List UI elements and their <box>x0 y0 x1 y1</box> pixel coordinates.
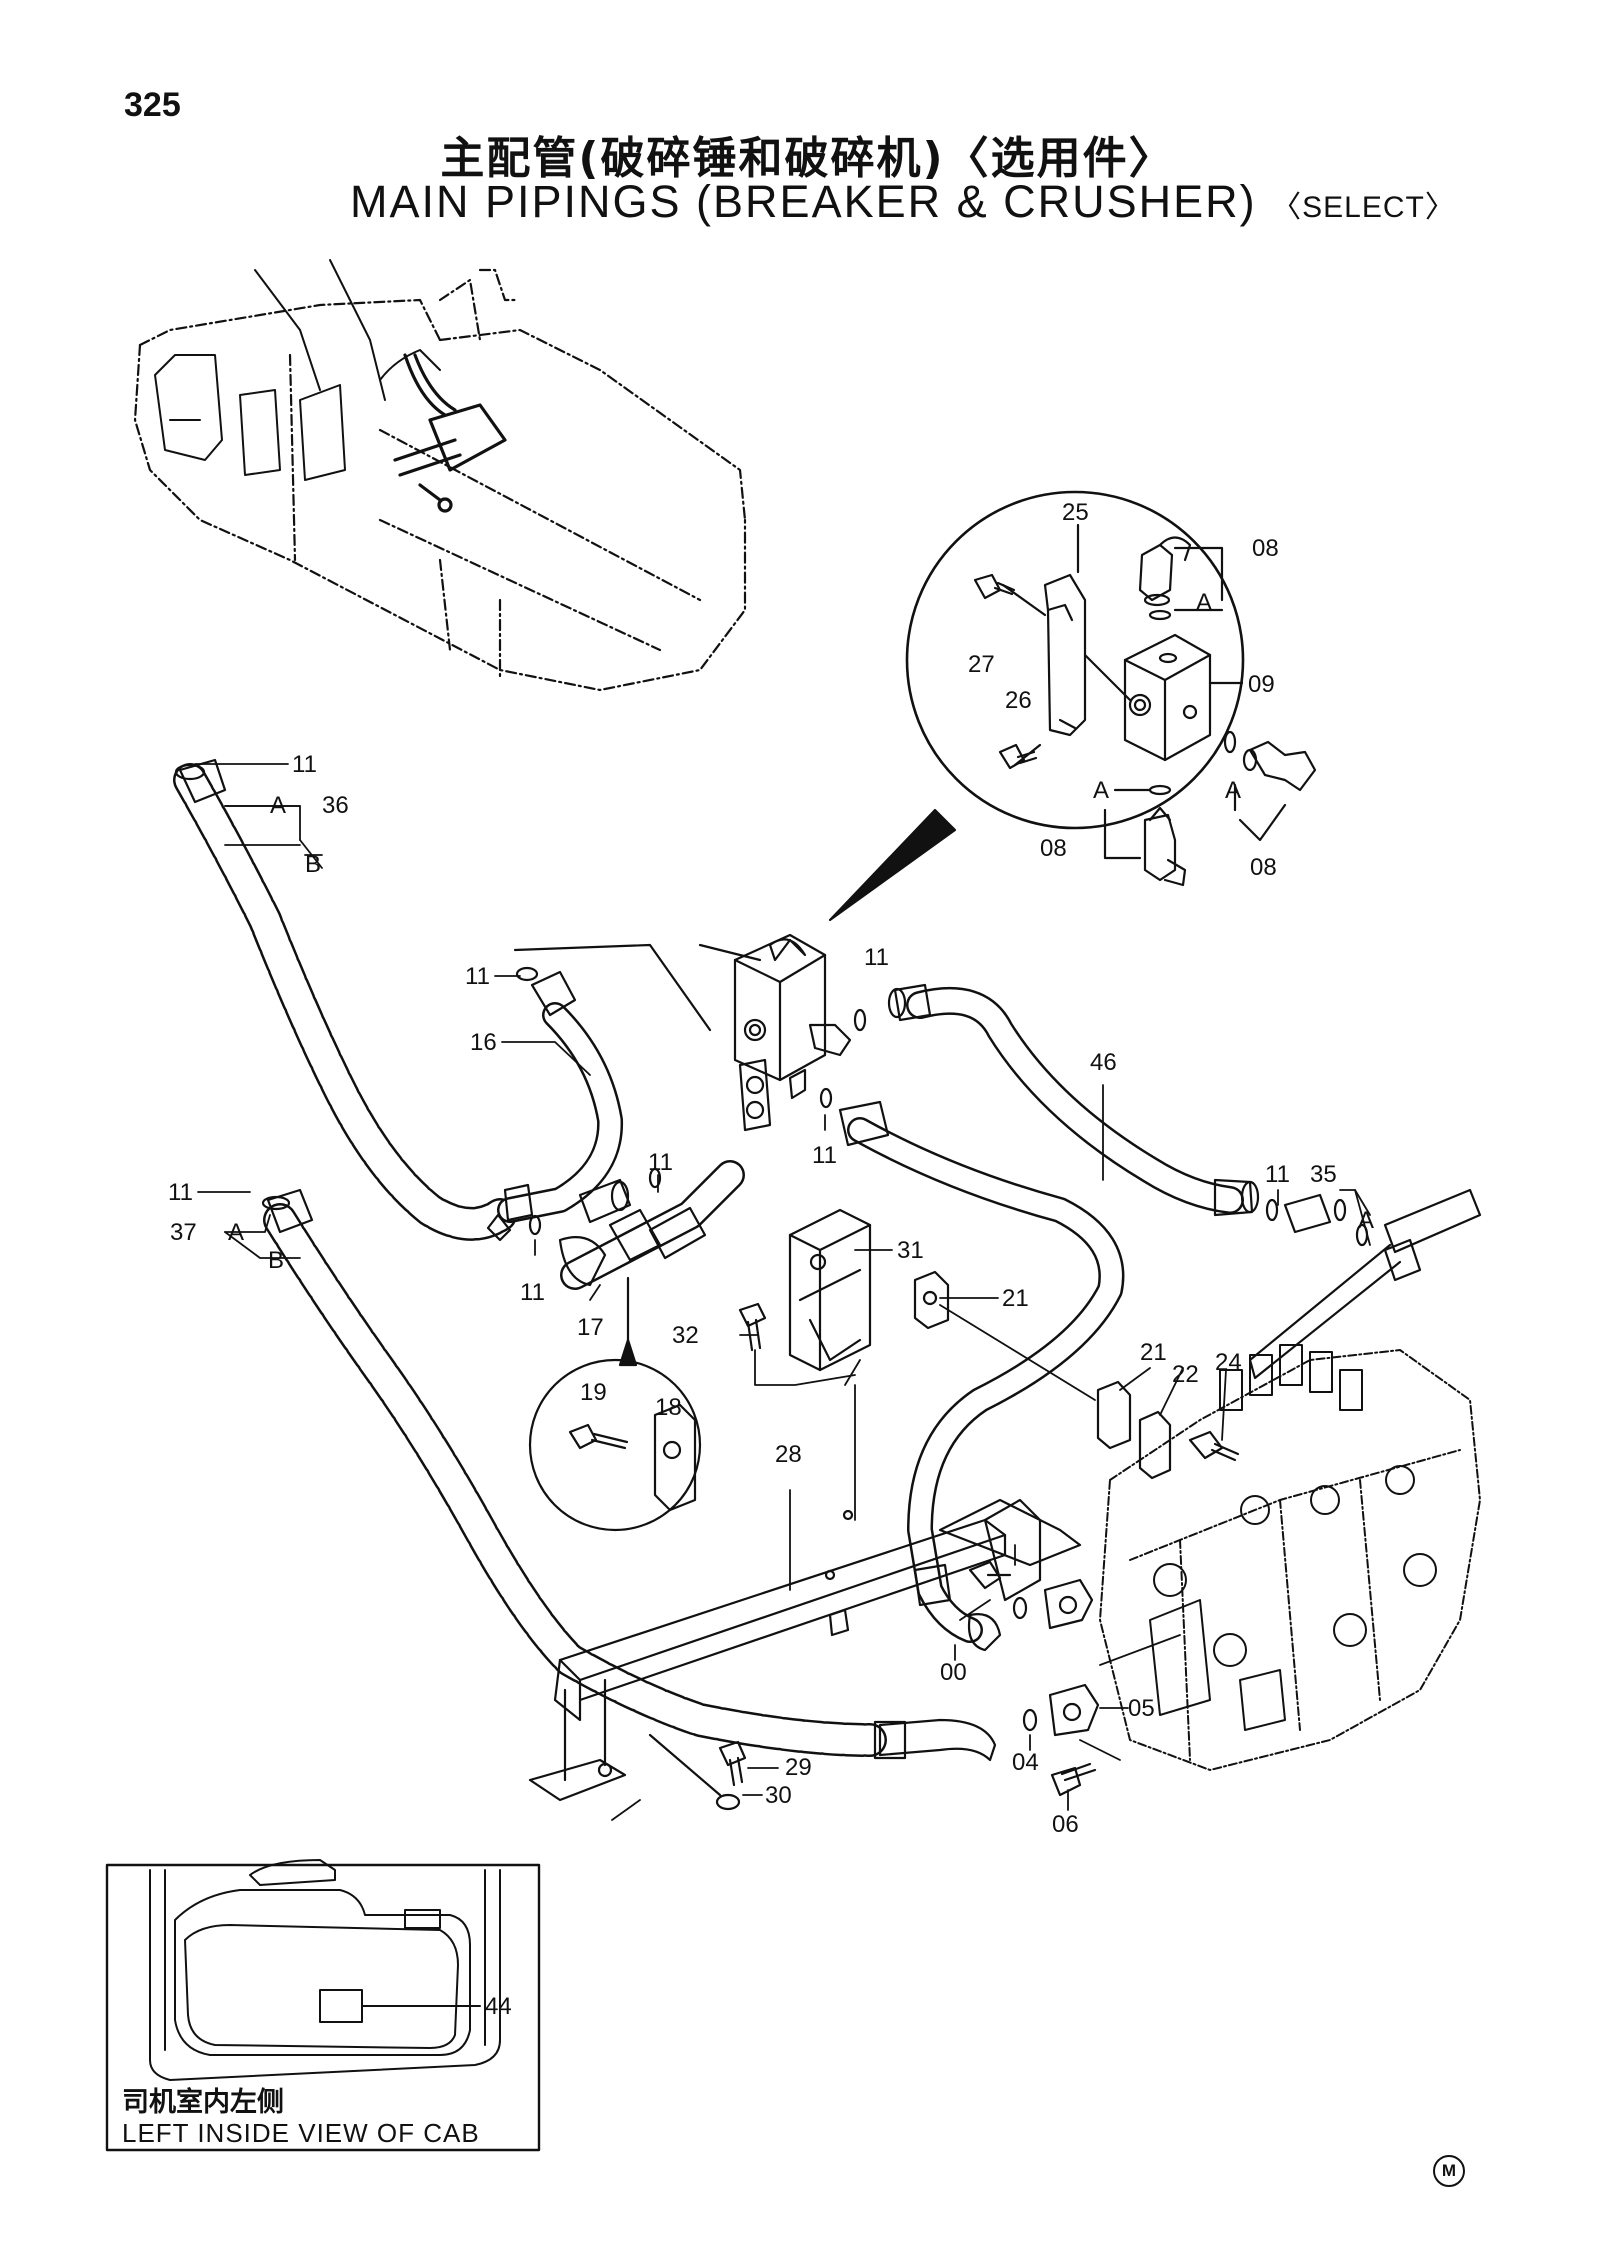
callout-18: 18 <box>655 1394 682 1421</box>
callout-11-e: 11 <box>520 1279 545 1306</box>
callout-21-b: 21 <box>1140 1339 1167 1366</box>
page-title-english: MAIN PIPINGS (BREAKER & CRUSHER) 〈SELECT… <box>350 176 1456 228</box>
hose-center-return <box>838 1100 1125 1652</box>
control-valve-detail <box>1149 1344 1437 1731</box>
leader-lines <box>194 763 1371 1821</box>
callout-labels: 11 A 36 B 11 16 11 37 A B 11 11 17 11 11… <box>168 499 1374 2020</box>
clamp-21-lower <box>1096 1380 1132 1450</box>
callout-00: 00 <box>940 1659 967 1686</box>
detail-callout-26: 26 <box>1005 687 1032 714</box>
detail-callout-a-right: A <box>1225 777 1241 804</box>
detail-callout-a-bottom: A <box>1093 777 1109 804</box>
hose-36 <box>173 758 517 1241</box>
callout-46: 46 <box>1090 1049 1117 1076</box>
callout-30: 30 <box>765 1782 792 1809</box>
callout-17: 17 <box>577 1314 604 1341</box>
callout-37: 37 <box>170 1219 197 1246</box>
control-valve <box>1099 1349 1481 1771</box>
callout-11-c: 11 <box>168 1179 193 1206</box>
callout-11-d: 11 <box>648 1149 673 1176</box>
callout-22: 22 <box>1172 1361 1199 1388</box>
bolt-24 <box>1188 1430 1240 1462</box>
callout-b-36: B <box>305 851 321 878</box>
callout-19: 19 <box>580 1379 607 1406</box>
valve-detail-parts <box>973 523 1317 887</box>
excavator-overview <box>133 268 747 692</box>
callout-31: 31 <box>897 1237 924 1264</box>
clamp-21-upper <box>913 1270 950 1330</box>
detail-callout-08-top: 08 <box>1252 535 1279 562</box>
page-title-chinese: 主配管(破碎锤和破碎机)〈选用件〉 <box>440 133 1175 184</box>
callout-a-36: A <box>270 792 286 819</box>
title-select-tag: 〈SELECT〉 <box>1271 191 1456 224</box>
callout-b-37: B <box>268 1247 284 1274</box>
cab-caption-chinese: 司机室内左侧 <box>122 2087 284 2118</box>
detail-callout-25: 25 <box>1062 499 1089 526</box>
callout-11-b: 11 <box>465 963 490 990</box>
clamp-detail-circle <box>528 1276 702 1532</box>
hose-46 <box>887 983 1260 1217</box>
callout-16: 16 <box>470 1029 497 1056</box>
hose-16 <box>486 970 624 1242</box>
bracket-31 <box>788 1208 872 1372</box>
callout-a-37: A <box>228 1219 244 1246</box>
callout-11-a: 11 <box>292 751 317 778</box>
callout-06: 06 <box>1052 1811 1079 1838</box>
hose-37 <box>261 1188 997 1762</box>
o-rings-11 <box>515 966 1279 1236</box>
callout-21-a: 21 <box>1002 1285 1029 1312</box>
callout-04: 04 <box>1012 1749 1039 1776</box>
callout-11-f: 11 <box>864 944 889 971</box>
selector-valve <box>513 933 852 1132</box>
detail-callout-09: 09 <box>1248 671 1275 698</box>
tee-fitting-35 <box>1283 1193 1369 1247</box>
fittings-lower <box>648 1560 1100 1811</box>
callout-35: 35 <box>1310 1161 1337 1188</box>
pipe-tee-upper <box>1248 1188 1482 1380</box>
cab-inset <box>105 1859 541 2152</box>
callout-36: 36 <box>322 792 349 819</box>
callout-11-g: 11 <box>812 1142 837 1169</box>
bolt-32 <box>738 1302 767 1352</box>
callout-29: 29 <box>785 1754 812 1781</box>
detail-callout-a-top: A <box>1196 589 1212 616</box>
detail-callout-08-bottom: 08 <box>1040 835 1067 862</box>
excavator-cab-windows <box>154 259 441 481</box>
m-mark-icon: M <box>1433 2155 1465 2187</box>
callout-24: 24 <box>1215 1349 1242 1376</box>
page-number: 325 <box>124 86 181 124</box>
title-english-main: MAIN PIPINGS (BREAKER & CRUSHER) <box>350 176 1257 227</box>
callout-28: 28 <box>775 1441 802 1468</box>
valve-detail-circle <box>828 490 1245 922</box>
callout-44: 44 <box>485 1993 512 2020</box>
callout-a-35: A <box>1358 1207 1374 1234</box>
hose-17 <box>558 1160 745 1290</box>
cab-caption-english: LEFT INSIDE VIEW OF CAB <box>122 2118 480 2148</box>
callout-32: 32 <box>672 1322 699 1349</box>
excavator-hose-detail <box>393 353 507 513</box>
callout-11-h: 11 <box>1265 1161 1290 1188</box>
detail-callout-08-right: 08 <box>1250 854 1277 881</box>
detail-callout-27: 27 <box>968 651 995 678</box>
clamp-22 <box>1138 1410 1172 1480</box>
callout-05: 05 <box>1128 1695 1155 1722</box>
